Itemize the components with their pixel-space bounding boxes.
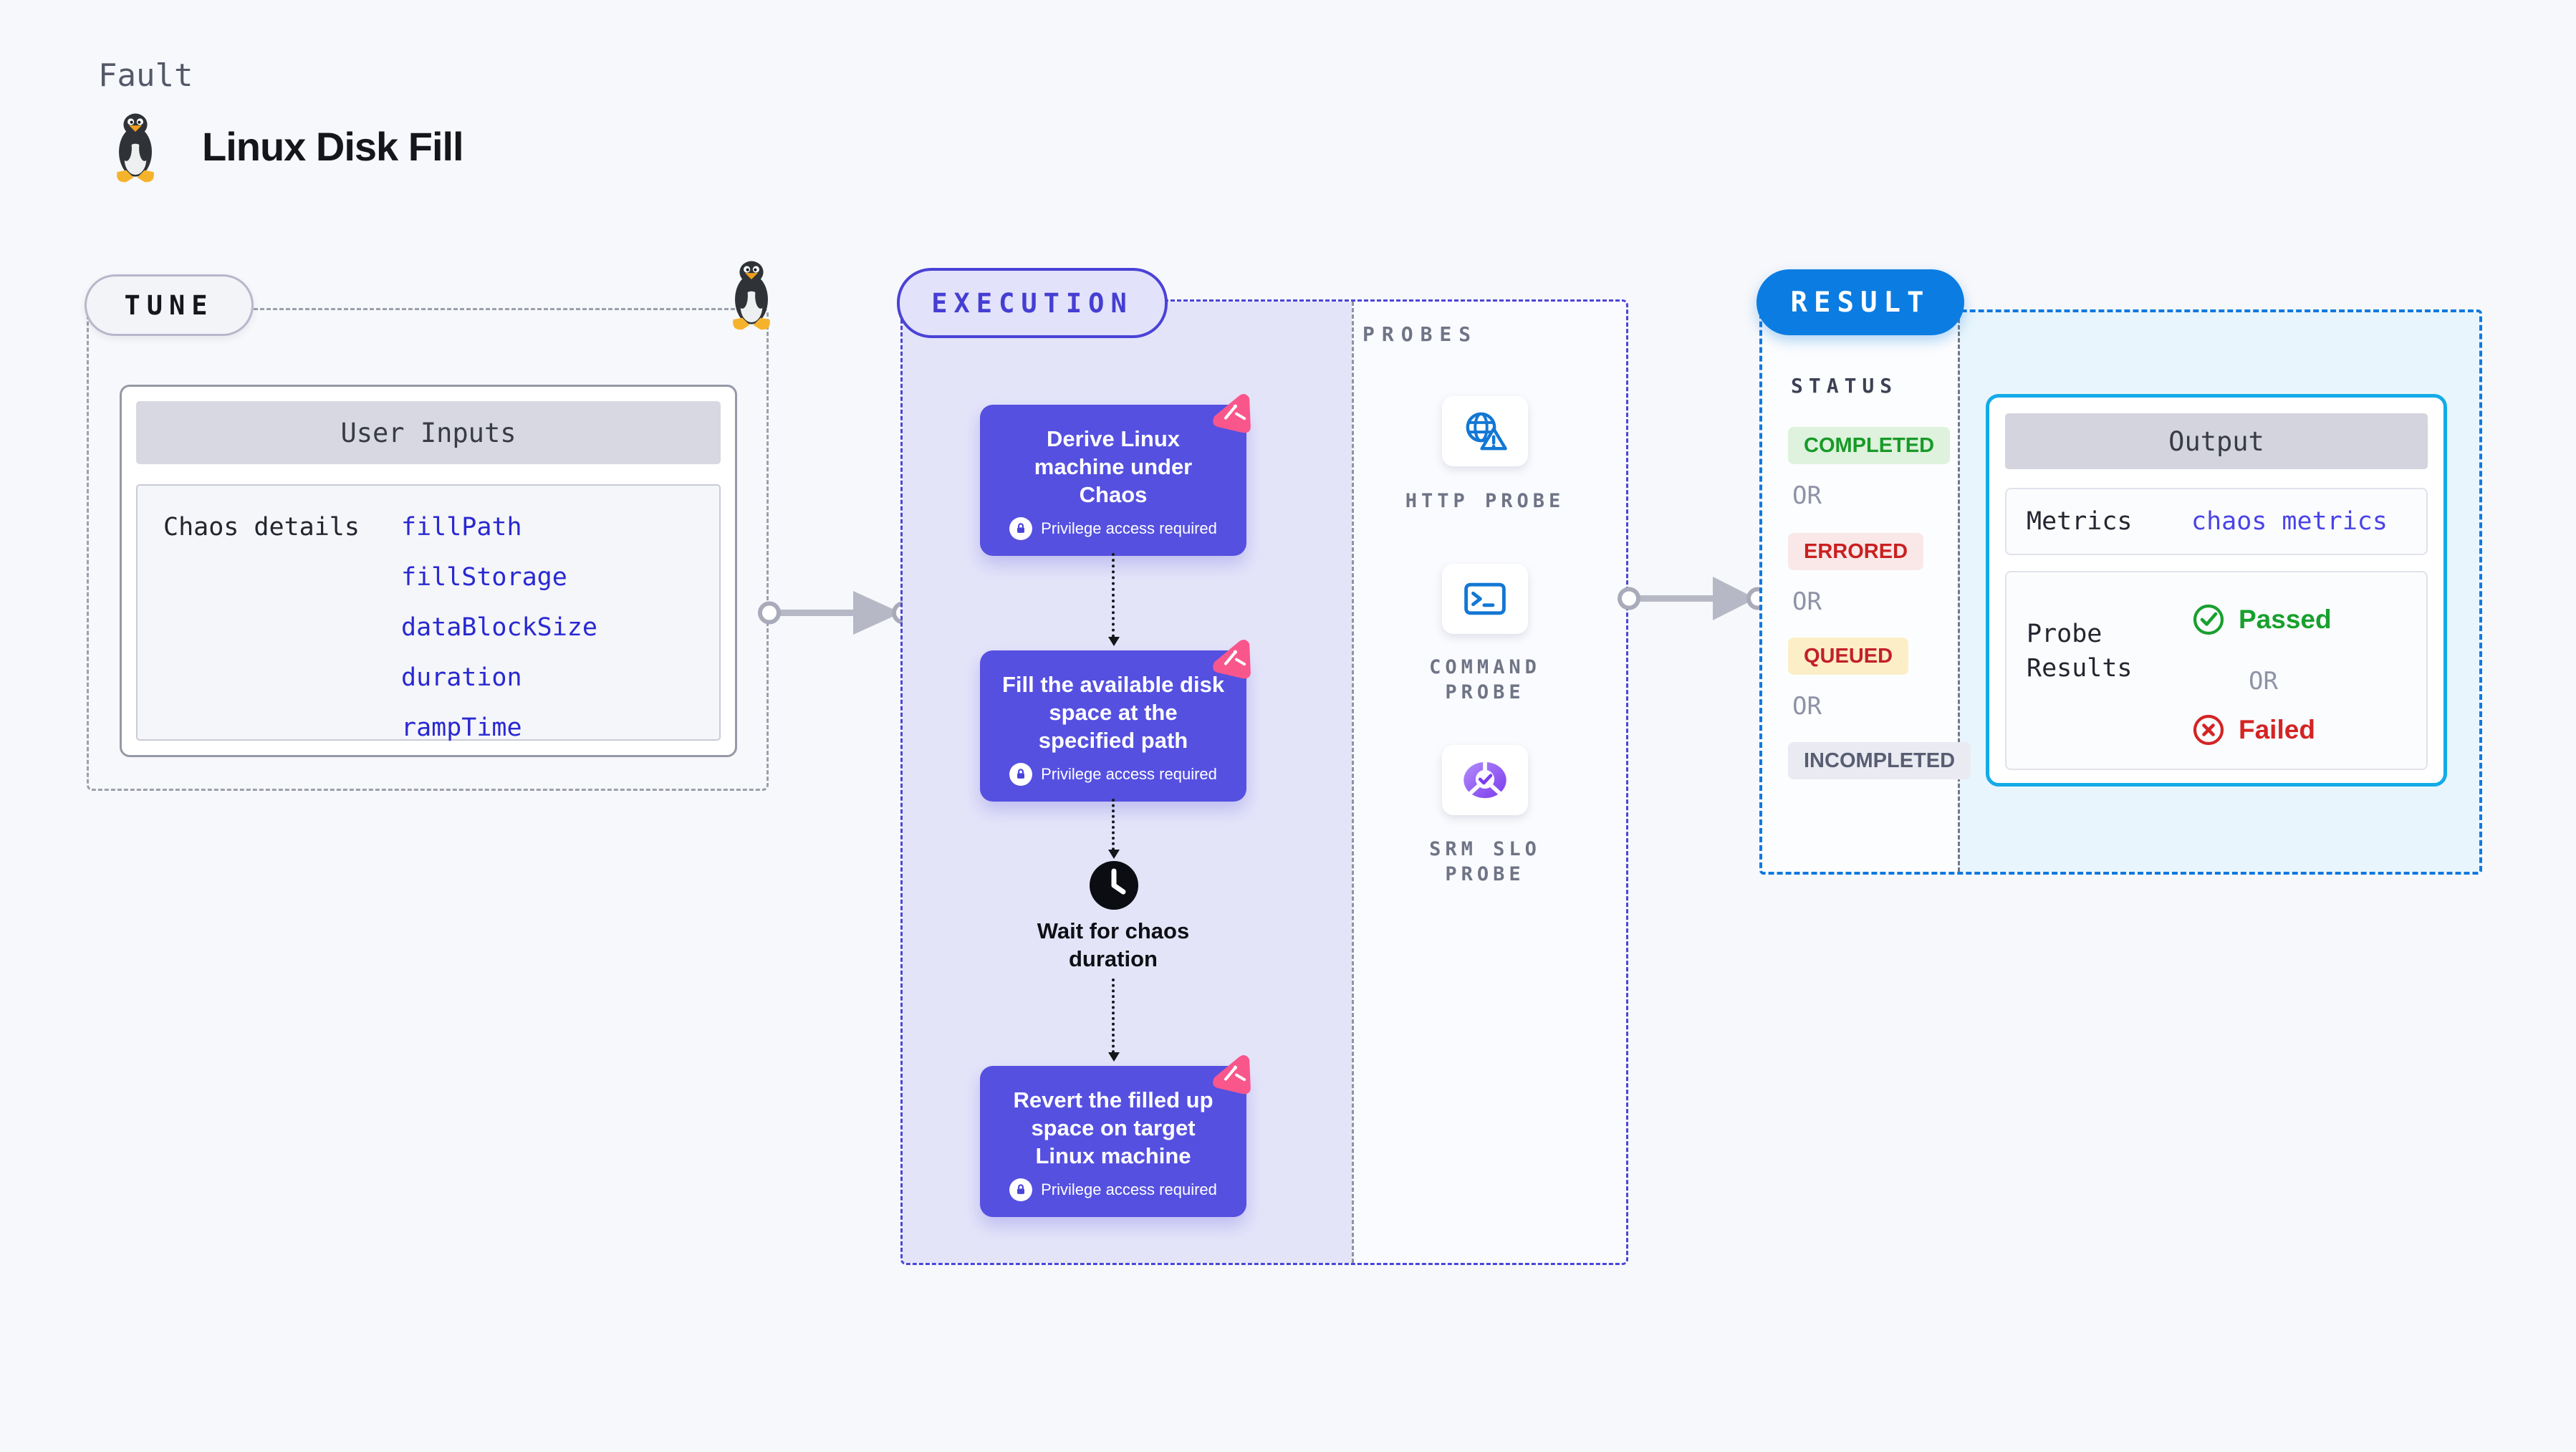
probe-result-failed: Failed (2191, 713, 2315, 747)
output-title: Output (2005, 413, 2428, 469)
input-value: duration (401, 663, 522, 692)
flow-card-title: Revert the filled up space on target Lin… (1013, 1087, 1213, 1168)
passed-label: Passed (2239, 605, 2332, 634)
page-title: Linux Disk Fill (202, 124, 464, 169)
flow-card-derive-machine[interactable]: Derive Linux machine under Chaos Privile… (980, 394, 1251, 556)
x-circle-icon (2193, 714, 2224, 746)
srm-slo-probe-label: SRM SLO PROBE (1429, 838, 1541, 885)
clock-icon (1090, 861, 1138, 910)
tune-section-box (87, 308, 769, 791)
status-badge-incompleted: INCOMPLETED (1788, 742, 1971, 779)
privilege-badge: Privilege access required (1041, 519, 1217, 537)
probe-results-row: Probe Results Passed OR Failed (2005, 571, 2428, 770)
result-pill: RESULT (1756, 269, 1964, 335)
flow-arrow (1108, 799, 1120, 859)
input-value: rampTime (401, 713, 522, 742)
probes-heading: PROBES (1363, 322, 1479, 346)
probe-results-label: Probe Results (2027, 620, 2133, 683)
chaos-details-values: fillPath fillStorage dataBlockSize durat… (401, 513, 597, 742)
flow-card-fill-disk[interactable]: Fill the available disk space at the spe… (980, 640, 1251, 802)
command-probe-card[interactable] (1442, 564, 1528, 634)
execution-to-result-connector (1618, 577, 1769, 620)
or-label: OR (2249, 667, 2278, 696)
privilege-badge: Privilege access required (1041, 765, 1217, 783)
litmus-chaos-icon (1213, 640, 1251, 679)
privilege-badge: Privilege access required (1041, 1181, 1217, 1198)
input-value: fillPath (401, 513, 522, 542)
status-badge-errored: ERRORED (1788, 533, 1924, 570)
lock-icon (1009, 1178, 1033, 1201)
srm-slo-probe-card[interactable] (1442, 745, 1528, 815)
status-heading: STATUS (1791, 374, 1898, 398)
output-card: Output Metrics chaos metrics Probe Resul… (1986, 394, 2447, 787)
flow-arrow (1108, 553, 1120, 646)
execution-pill: EXECUTION (897, 268, 1168, 338)
litmus-chaos-icon (1213, 1055, 1251, 1095)
flow-card-title: Fill the available disk space at the spe… (1001, 672, 1225, 753)
terminal-icon (1464, 582, 1506, 615)
slo-pie-check-icon (1464, 761, 1506, 799)
flow-card-revert-space[interactable]: Revert the filled up space on target Lin… (980, 1055, 1251, 1217)
user-inputs-card: User Inputs Chaos details fillPath fillS… (120, 385, 737, 757)
http-probe-label: HTTP PROBE (1405, 490, 1565, 512)
result-divider (1958, 312, 1960, 872)
metrics-label: Metrics (2027, 507, 2133, 536)
input-value: dataBlockSize (401, 613, 597, 642)
or-label: OR (1792, 587, 1822, 616)
metrics-row: Metrics chaos metrics (2005, 488, 2428, 555)
probes-divider (1352, 302, 1354, 1263)
lock-icon (1009, 517, 1033, 540)
tux-penguin-icon-small (733, 261, 770, 330)
status-badge-queued: QUEUED (1788, 638, 1909, 675)
probe-result-passed: Passed (2191, 602, 2332, 637)
user-inputs-title: User Inputs (136, 401, 721, 464)
status-badge-completed: COMPLETED (1788, 427, 1951, 464)
check-circle-icon (2193, 604, 2224, 635)
or-label: OR (1792, 692, 1822, 721)
chaos-details-label: Chaos details (163, 513, 360, 542)
chaos-metrics-link[interactable]: chaos metrics (2191, 507, 2388, 536)
globe-alert-icon (1466, 412, 1507, 451)
tune-pill: TUNE (85, 274, 254, 336)
command-probe-label: COMMAND PROBE (1429, 656, 1541, 703)
or-label: OR (1792, 481, 1822, 510)
flow-card-title: Derive Linux machine under Chaos (1034, 426, 1193, 507)
fault-kicker: Fault (98, 57, 193, 94)
tux-penguin-icon (117, 113, 154, 183)
failed-label: Failed (2239, 715, 2315, 744)
lock-icon (1009, 763, 1033, 786)
litmus-chaos-icon (1213, 394, 1251, 433)
wait-duration-label: Wait for chaos duration (1037, 918, 1190, 971)
tune-to-execution-connector (758, 591, 915, 635)
input-value: fillStorage (401, 563, 567, 592)
user-inputs-body: Chaos details fillPath fillStorage dataB… (136, 484, 721, 742)
http-probe-card[interactable] (1442, 396, 1528, 466)
flow-arrow (1108, 979, 1120, 1062)
